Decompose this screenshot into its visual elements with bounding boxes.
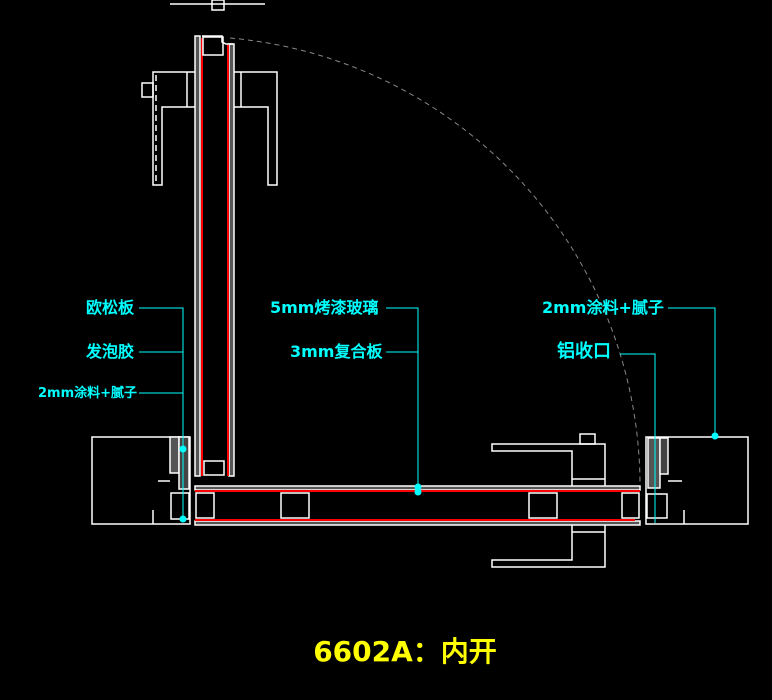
drawing-title: 6602A：内开 <box>313 635 497 668</box>
handle-closed-top <box>491 433 606 486</box>
handle-left <box>141 71 195 186</box>
swing-arc <box>229 37 641 489</box>
label-foam-glue: 发泡胶 <box>86 342 135 361</box>
leader-lines <box>139 307 719 523</box>
open-door-leaf <box>194 35 235 477</box>
left-wall <box>91 436 191 525</box>
label-coating-putty-left: 2mm涂料+腻子 <box>38 386 138 401</box>
label-composite-board: 3mm复合板 <box>290 342 383 361</box>
right-wall <box>645 436 749 525</box>
handle-closed-bottom <box>491 525 606 568</box>
label-coating-putty-right: 2mm涂料+腻子 <box>542 298 664 317</box>
label-osb-board: 欧松板 <box>86 298 135 317</box>
handle-right <box>234 71 278 186</box>
label-aluminum-trim: 铝收口 <box>557 341 611 362</box>
label-painted-glass: 5mm烤漆玻璃 <box>270 298 379 317</box>
